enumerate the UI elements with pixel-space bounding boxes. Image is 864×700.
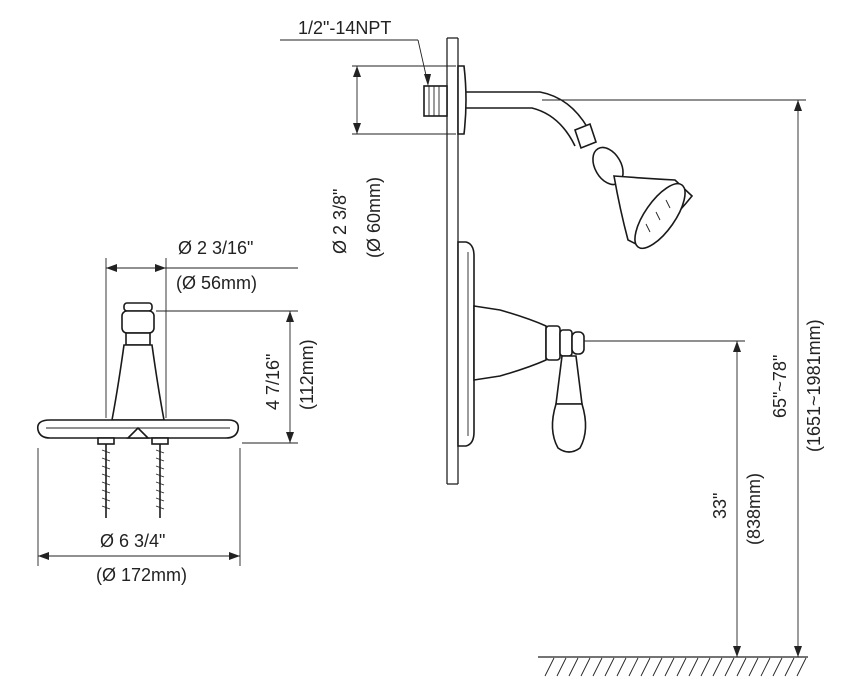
mounting-screws xyxy=(97,437,169,518)
flange-diameter-inch-label: Ø 2 3/8" xyxy=(330,189,350,254)
thread-spec-label: 1/2"-14NPT xyxy=(298,18,391,38)
plate-dimension xyxy=(37,448,241,566)
shower-arm xyxy=(466,91,597,150)
flange-dimension xyxy=(352,65,456,135)
handle-height-mm-label: (112mm) xyxy=(297,339,317,410)
shower-flange xyxy=(423,65,467,135)
shower-head xyxy=(592,146,694,250)
shower-height-inch-label: 65"~78" xyxy=(770,355,790,418)
wall xyxy=(446,37,459,485)
valve-handle xyxy=(473,305,587,453)
valve-height-inch-label: 33" xyxy=(710,493,730,519)
plate-diameter-inch-label: Ø 6 3/4" xyxy=(100,531,165,551)
valve-height-dimension xyxy=(584,340,745,657)
valve-trim-plate xyxy=(457,241,475,447)
stem-dimension xyxy=(105,258,298,418)
handle-height-inch-label: 4 7/16" xyxy=(263,354,283,410)
valve-height-mm-label: (838mm) xyxy=(744,473,764,545)
handle-height-dimension xyxy=(156,310,298,444)
plate-diameter-mm-label: (Ø 172mm) xyxy=(96,565,187,585)
thread-leader xyxy=(280,39,431,86)
flange-diameter-mm-label: (Ø 60mm) xyxy=(364,177,384,258)
handle-side-view xyxy=(36,302,240,439)
floor-hatch xyxy=(538,656,808,677)
shower-height-dimension xyxy=(542,99,806,657)
shower-height-mm-label: (1651~1981mm) xyxy=(804,319,824,452)
stem-diameter-mm-label: (Ø 56mm) xyxy=(176,273,257,293)
stem-diameter-inch-label: Ø 2 3/16" xyxy=(178,238,253,258)
